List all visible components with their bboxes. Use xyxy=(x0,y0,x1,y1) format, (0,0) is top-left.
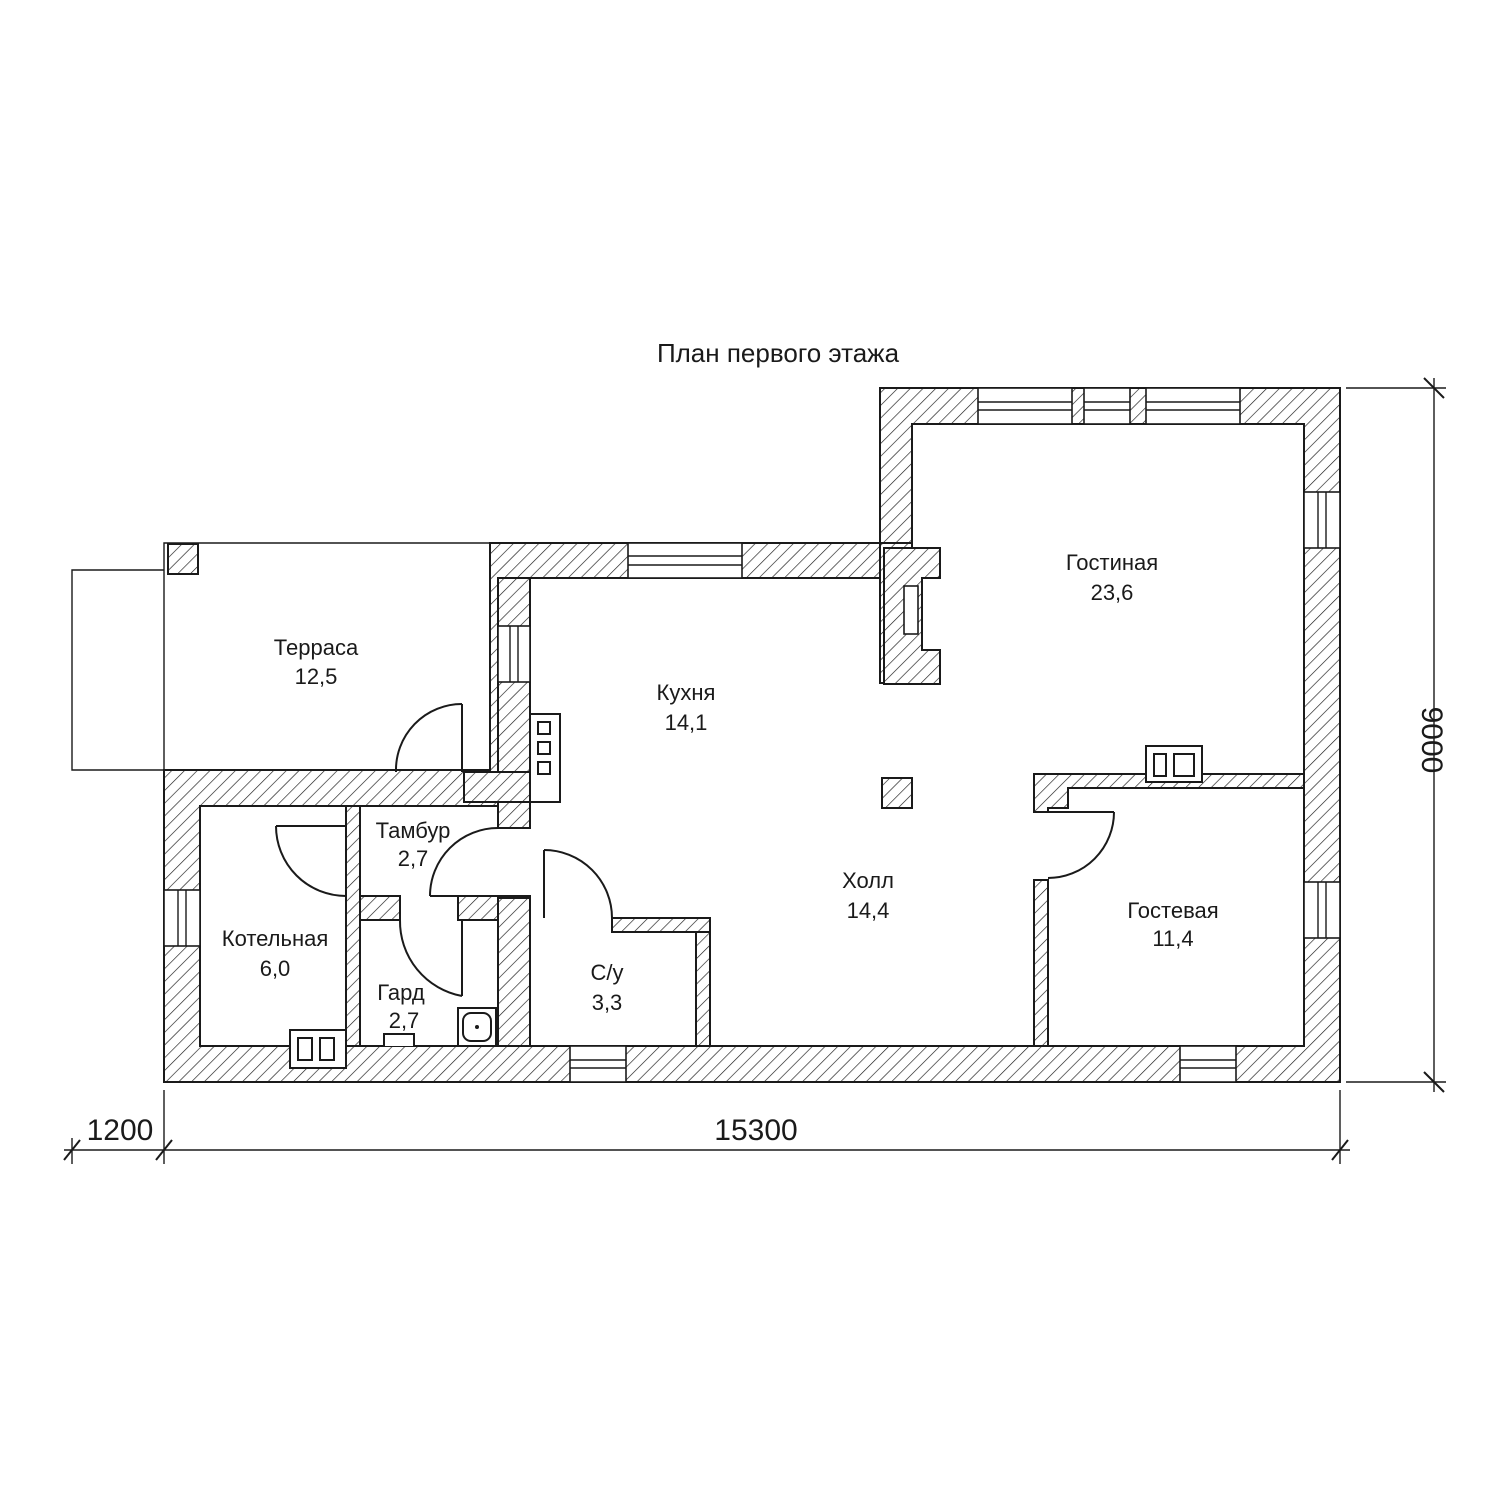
exterior-wall xyxy=(163,387,1341,1083)
column xyxy=(881,777,913,809)
room-name-hall: Холл xyxy=(842,868,894,893)
room-area-kitchen: 14,1 xyxy=(665,710,708,735)
terrace-outline xyxy=(163,542,490,770)
room-area-hall: 14,4 xyxy=(847,898,890,923)
wall-guest-left xyxy=(1033,879,1049,1047)
room-name-living: Гостиная xyxy=(1066,550,1158,575)
room-area-living: 23,6 xyxy=(1091,580,1134,605)
doors xyxy=(275,703,1115,997)
windows xyxy=(163,387,1341,1083)
room-name-guest: Гостевая xyxy=(1127,898,1218,923)
room-name-boiler: Котельная xyxy=(222,926,329,951)
room-area-wc: 3,3 xyxy=(592,990,623,1015)
room-name-kitchen: Кухня xyxy=(657,680,716,705)
sink-icon xyxy=(457,1007,497,1047)
dimension-lines xyxy=(63,377,1446,1164)
room-name-wc: С/у xyxy=(591,960,624,985)
room-area-guest: 11,4 xyxy=(1152,926,1193,951)
terrace-step xyxy=(71,569,164,771)
room-name-terrace: Терраса xyxy=(274,635,359,660)
wall-vestibule-top xyxy=(463,771,531,803)
dim-total-width: 15300 xyxy=(714,1114,797,1147)
wall-boiler-wardrobe xyxy=(345,805,361,1047)
room-area-wardrobe: 2,7 xyxy=(389,1008,420,1033)
dim-total-height: 9000 xyxy=(1415,707,1448,774)
room-name-vestibule: Тамбур xyxy=(376,818,451,843)
dim-terrace-offset: 1200 xyxy=(87,1114,154,1147)
fireplace-insert xyxy=(903,585,919,635)
stove-icon xyxy=(529,713,561,803)
room-area-boiler: 6,0 xyxy=(260,956,291,981)
wall-wardrobe-wc xyxy=(497,897,531,1047)
room-name-wardrobe: Гард xyxy=(377,980,425,1005)
room-area-terrace: 12,5 xyxy=(295,664,338,689)
heater-icon xyxy=(1145,745,1203,783)
room-area-vestibule: 2,7 xyxy=(398,846,429,871)
toilet-icon xyxy=(383,1033,415,1046)
wall-wc-right xyxy=(695,917,711,1047)
terrace-post xyxy=(167,543,199,575)
boiler-icon xyxy=(289,1029,347,1069)
wall-guest-top xyxy=(1033,773,1305,813)
wall-wc-top xyxy=(611,917,711,933)
plan-title: План первого этажа xyxy=(657,338,900,368)
